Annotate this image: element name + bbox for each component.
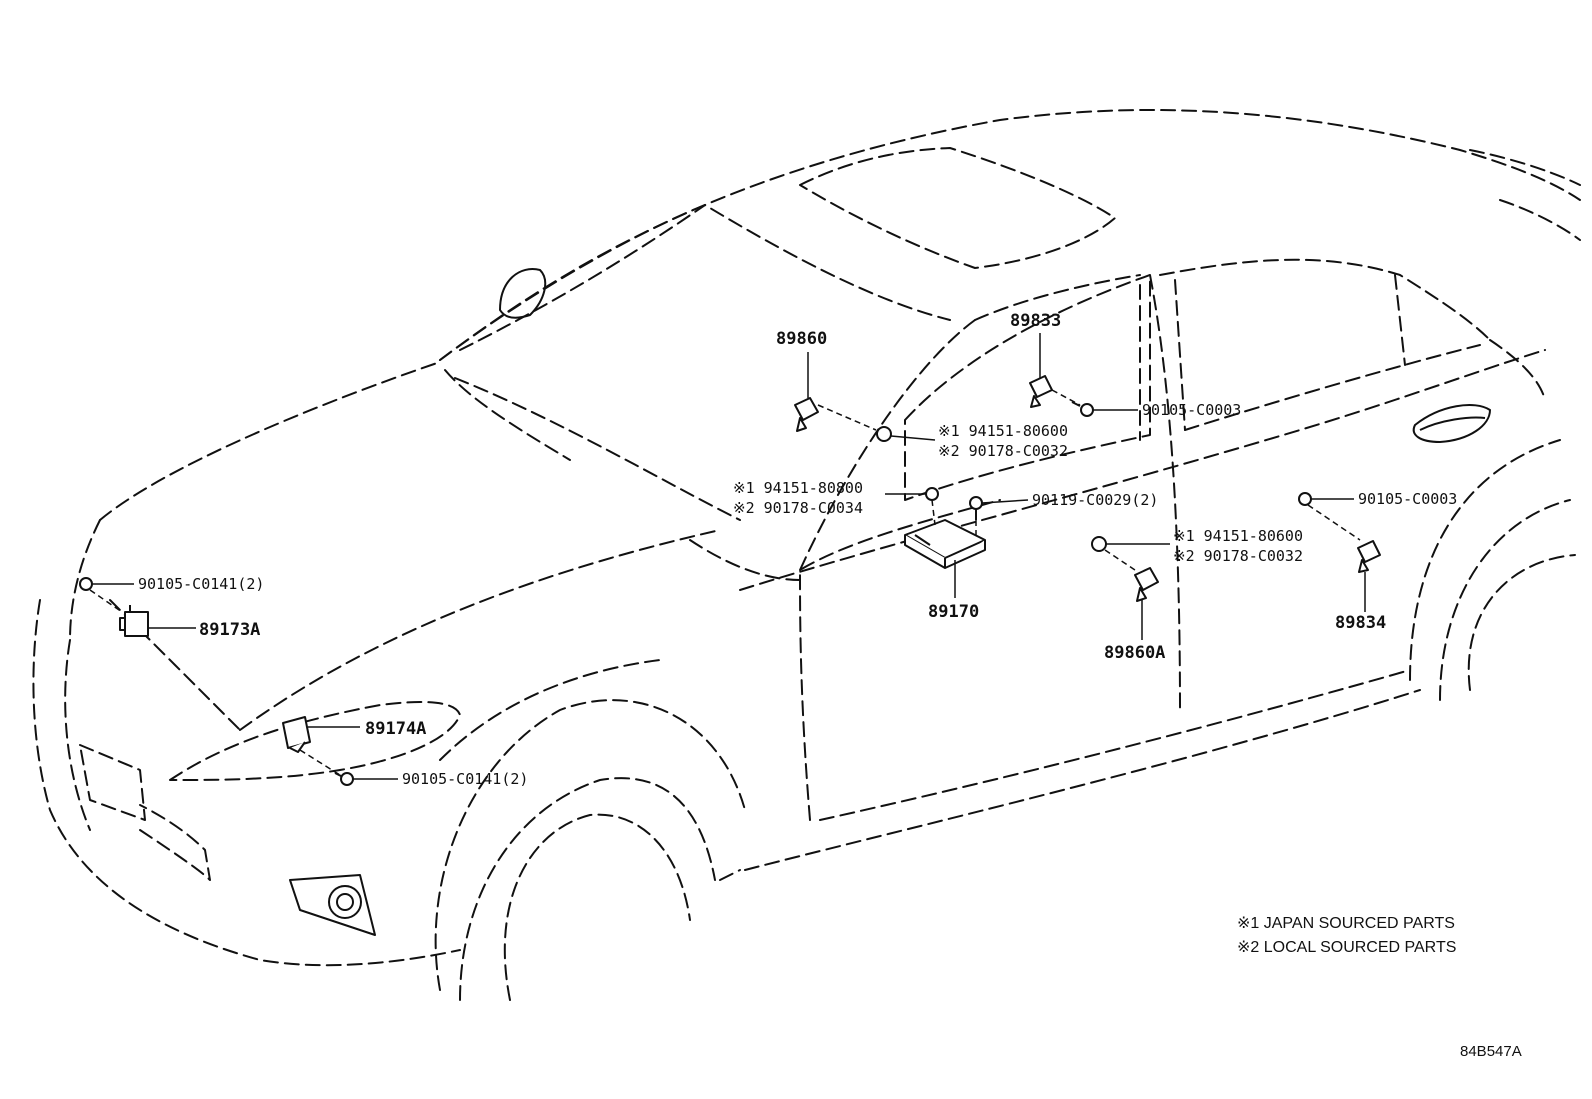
leader-lines <box>89 333 1366 780</box>
label-bolt-front-upper: 90105-C0141(2) <box>138 575 264 593</box>
part-89860-sensor[interactable] <box>794 397 819 432</box>
label-89173A: 89173A <box>199 620 260 640</box>
nut-rear-center-icon[interactable] <box>1091 536 1107 552</box>
label-bolt-rear: 90105-C0003 <box>1358 490 1457 508</box>
label-bolt-front-lower: 90105-C0141(2) <box>402 770 528 788</box>
label-89174A: 89174A <box>365 719 426 739</box>
part-89860A-sensor[interactable] <box>1134 567 1159 602</box>
part-89833-sensor[interactable] <box>1029 375 1053 408</box>
part-89834-sensor[interactable] <box>1357 540 1381 573</box>
part-89170-module[interactable] <box>904 519 986 569</box>
bolt-rear-icon[interactable] <box>1298 492 1312 506</box>
nut-center-icon[interactable] <box>925 487 939 501</box>
label-nut-a-local: ※2 90178-C0032 <box>938 442 1068 460</box>
label-nut-b-japan: ※1 94151-80800 <box>733 479 863 497</box>
label-89170: 89170 <box>928 602 979 622</box>
note-japan-sourced: ※1 JAPAN SOURCED PARTS <box>1237 915 1455 932</box>
label-bolt-center: 90119-C0029(2) <box>1032 491 1158 509</box>
nut-front-upper-icon[interactable] <box>876 426 892 442</box>
label-nut-c-local: ※2 90178-C0032 <box>1173 547 1303 565</box>
note-local-sourced: ※2 LOCAL SOURCED PARTS <box>1237 939 1456 956</box>
label-89834: 89834 <box>1335 613 1386 633</box>
bolt-front-upper-icon[interactable] <box>79 577 93 591</box>
figure-id: 84B547A <box>1460 1043 1522 1060</box>
car-outline <box>32 109 1581 1001</box>
label-bolt-upper-right: 90105-C0003 <box>1142 401 1241 419</box>
bolt-front-lower-icon[interactable] <box>334 772 354 786</box>
part-89174A-sensor[interactable] <box>282 716 311 753</box>
bolt-upper-right-icon[interactable] <box>1071 401 1094 417</box>
label-nut-a-japan: ※1 94151-80600 <box>938 422 1068 440</box>
label-89833: 89833 <box>1010 311 1061 331</box>
label-nut-c-japan: ※1 94151-80600 <box>1173 527 1303 545</box>
part-89173A-sensor[interactable] <box>119 605 149 637</box>
bolt-center-icon[interactable] <box>969 496 983 520</box>
label-89860: 89860 <box>776 329 827 349</box>
label-89860A: 89860A <box>1104 643 1165 663</box>
label-nut-b-local: ※2 90178-C0034 <box>733 499 863 517</box>
